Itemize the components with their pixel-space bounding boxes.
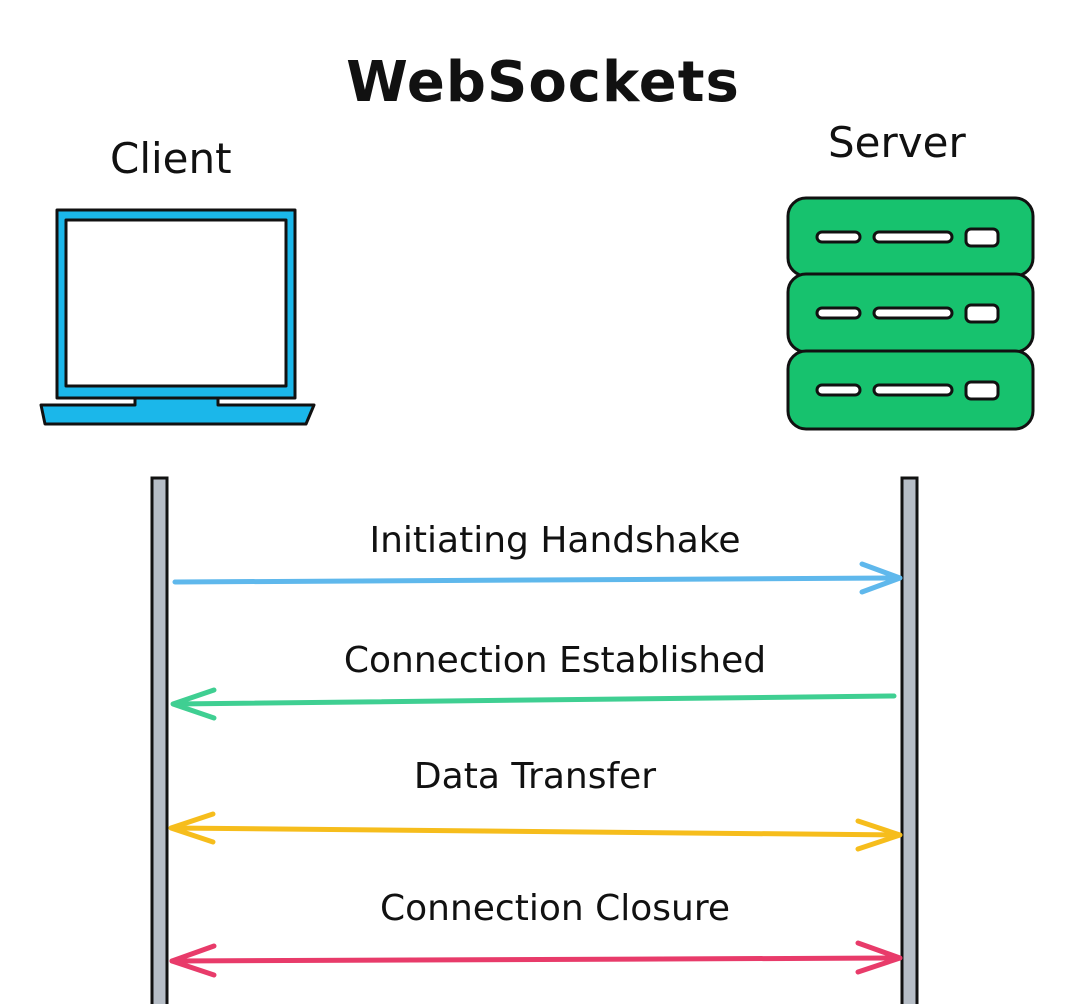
connection-established-arrow	[170, 687, 897, 721]
connection-closure-arrow	[169, 940, 903, 978]
laptop-icon	[39, 208, 316, 426]
client-label: Client	[110, 134, 232, 183]
message-label-established: Connection Established	[343, 640, 767, 681]
data-transfer-arrow	[168, 811, 903, 852]
server-lifeline	[900, 476, 919, 1004]
handshake-arrow	[172, 561, 903, 595]
message-label-data-transfer: Data Transfer	[413, 756, 657, 797]
page-title: WebSockets	[346, 50, 740, 115]
message-label-closure: Connection Closure	[379, 888, 731, 929]
client-lifeline	[150, 476, 169, 1004]
server-label: Server	[828, 118, 966, 167]
message-label-handshake: Initiating Handshake	[369, 520, 741, 561]
server-rack-icon	[786, 196, 1035, 431]
